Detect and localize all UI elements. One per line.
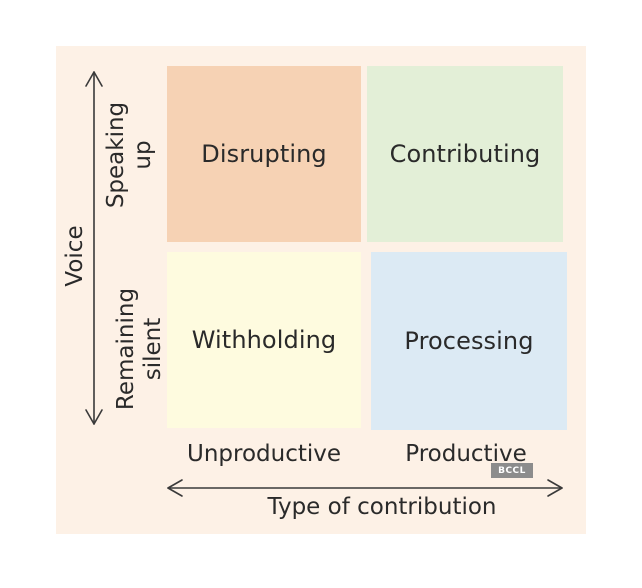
quadrant-disrupting: Disrupting bbox=[167, 66, 361, 242]
x-axis-left-label: Unproductive bbox=[186, 441, 342, 467]
bccl-watermark: BCCL bbox=[491, 463, 533, 478]
quadrant-processing: Processing bbox=[371, 252, 567, 430]
quadrant-withholding-label: Withholding bbox=[191, 326, 337, 354]
x-axis-arrow-head-right bbox=[547, 479, 563, 497]
quadrant-withholding: Withholding bbox=[167, 252, 361, 428]
y-axis-arrow-head-top bbox=[85, 71, 103, 87]
x-axis-right-label: Productive bbox=[405, 441, 527, 467]
quadrant-contributing: Contributing bbox=[367, 66, 563, 242]
x-axis-title: Type of contribution bbox=[267, 494, 497, 520]
quadrant-disrupting-label: Disrupting bbox=[201, 140, 327, 168]
x-axis-arrow-head-left bbox=[167, 479, 183, 497]
y-axis-arrow-head-bottom bbox=[85, 409, 103, 425]
quadrant-contributing-label: Contributing bbox=[389, 140, 541, 168]
quadrant-processing-label: Processing bbox=[404, 327, 534, 355]
